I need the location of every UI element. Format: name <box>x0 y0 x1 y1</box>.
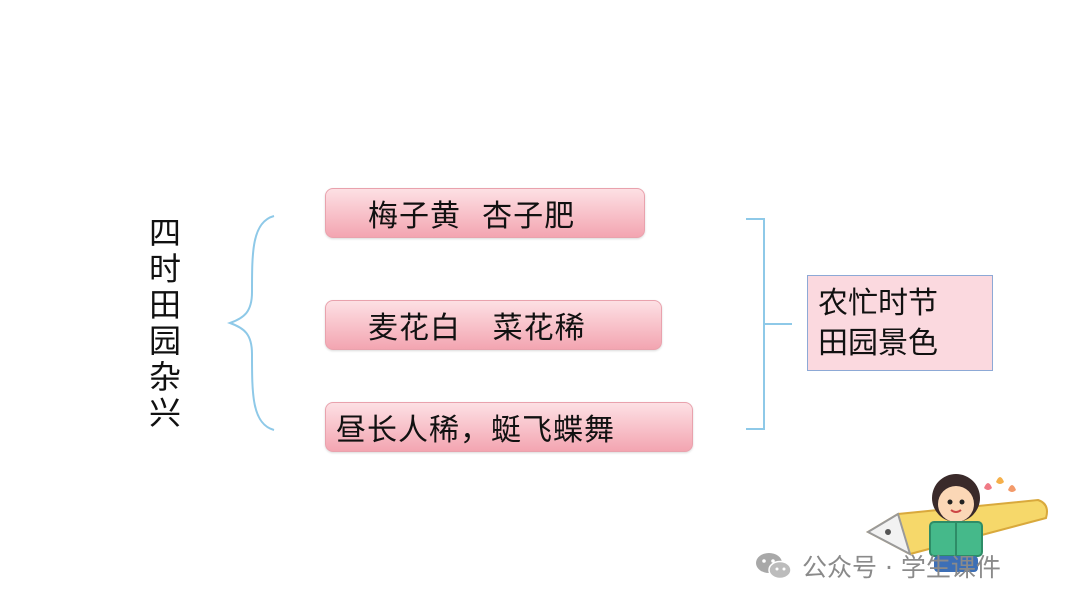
title-char: 时 <box>149 251 181 287</box>
left-brace <box>222 212 282 434</box>
title-char: 园 <box>149 323 181 359</box>
item-text-2: 麦花白 菜花稀 <box>368 303 586 347</box>
watermark: 公众号 · 学生课件 <box>754 548 1001 584</box>
summary-box: 农忙时节 田园景色 <box>807 275 993 371</box>
summary-line-1: 农忙时节 <box>818 284 982 324</box>
title-char: 兴 <box>149 395 181 431</box>
item-pill-1: 梅子黄 杏子肥 <box>325 188 645 238</box>
right-bracket <box>740 215 800 433</box>
title-char: 田 <box>149 287 181 323</box>
title-char: 杂 <box>149 359 181 395</box>
poem-title: 四 时 田 园 杂 兴 <box>142 215 188 431</box>
summary-line-2: 田园景色 <box>818 324 982 364</box>
item-pill-3: 昼长人稀，蜓飞蝶舞 <box>325 402 693 452</box>
wechat-icon <box>754 550 794 582</box>
item-text-1: 梅子黄 杏子肥 <box>368 191 575 235</box>
title-char: 四 <box>149 215 181 251</box>
item-pill-2: 麦花白 菜花稀 <box>325 300 662 350</box>
watermark-text: 公众号 · 学生课件 <box>802 548 1001 584</box>
item-text-3: 昼长人稀，蜓飞蝶舞 <box>336 405 615 449</box>
